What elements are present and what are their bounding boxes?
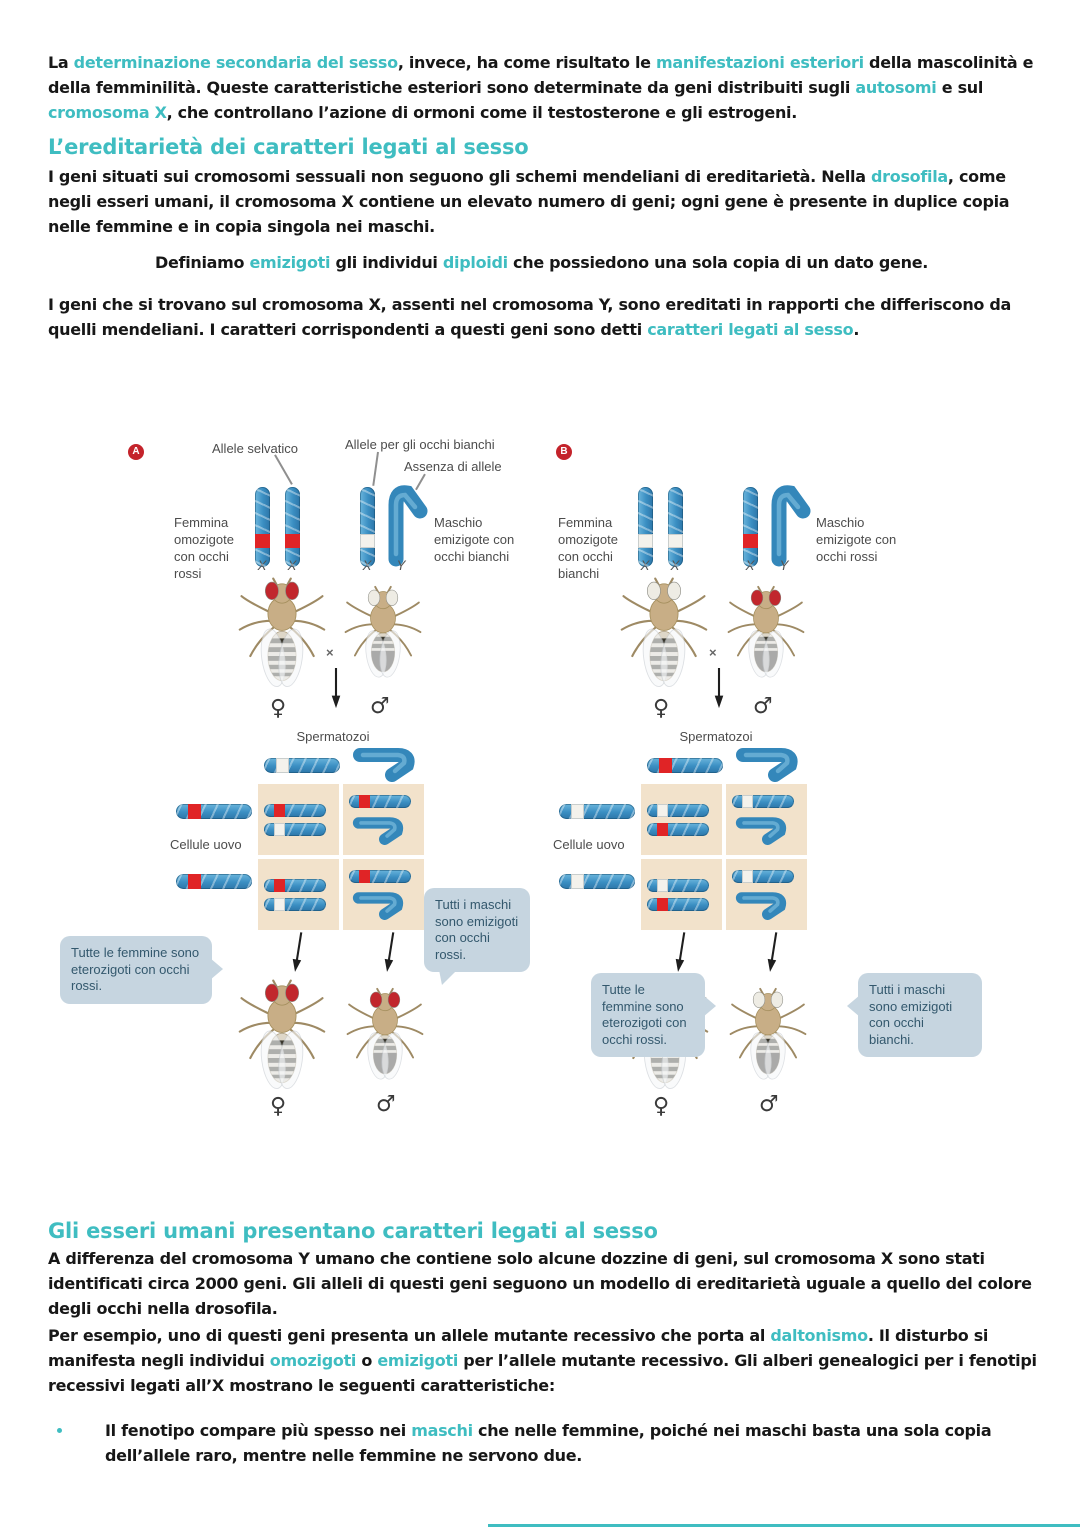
x-chromosome-red-allele <box>647 897 709 911</box>
punnett-cell <box>343 784 424 855</box>
offspring-arrow <box>672 931 690 974</box>
x-chromosome-red-allele <box>255 487 270 567</box>
x-chromosome-white-allele <box>638 487 653 567</box>
sperm-x-chromosome-white <box>264 758 340 773</box>
egg-x-chromosome-red <box>176 874 252 889</box>
label-spermatozoi: Spermatozoi <box>679 729 753 744</box>
punnett-cell <box>726 784 807 855</box>
cross-arrow <box>713 668 725 710</box>
sperm-y-chromosome <box>736 748 798 782</box>
y-chromosome <box>352 816 404 845</box>
offspring-arrow <box>764 931 782 974</box>
female-symbol: ♀ <box>270 696 287 721</box>
x-chromosome-white-allele <box>264 822 326 836</box>
punnett-cell <box>258 784 339 855</box>
callout-males-b: Tutti i maschi sono emizigoti con occhi … <box>847 973 982 1057</box>
y-chromosome <box>771 485 811 567</box>
label-cellule-uovo: Cellule uovo <box>170 837 242 852</box>
cross-symbol: × <box>709 645 717 660</box>
leader-line <box>274 454 293 485</box>
caption-female-parent-b: Femmina omozigote con occhi bianchi <box>558 515 618 581</box>
offspring-arrow <box>289 931 307 974</box>
punnett-cell <box>258 859 339 930</box>
fly-female-parent-white-eyes <box>620 576 708 692</box>
male-symbol: ♂ <box>376 1092 396 1117</box>
x-chromosome-white-allele <box>360 487 375 567</box>
callout-females-b: Tutte le femmine sono eterozigoti con oc… <box>591 973 716 1057</box>
punnett-cell <box>726 859 807 930</box>
egg-x-chromosome-white <box>559 804 635 819</box>
y-chromosome <box>735 816 787 845</box>
bullet-item-phenotype-males: Il fenotipo compare più spesso nei masch… <box>48 1418 1040 1468</box>
bullet-text: Il fenotipo compare più spesso nei masch… <box>105 1421 992 1465</box>
label-spermatozoi: Spermatozoi <box>296 729 370 744</box>
punnett-square-b <box>641 784 807 930</box>
section-heading-ereditarieta: L’ereditarietà dei caratteri legati al s… <box>48 135 529 159</box>
fly-female-offspring-red-eyes <box>238 978 326 1094</box>
label-assenza-di-allele: Assenza di allele <box>404 459 502 474</box>
x-chromosome-white-allele <box>668 487 683 567</box>
paragraph-definition-emizigoti: Definiamo emizigoti gli individui diploi… <box>155 253 929 272</box>
y-chromosome <box>388 485 428 567</box>
fly-male-parent-white-eyes <box>344 584 422 688</box>
x-chromosome-white-allele <box>732 794 794 808</box>
chromosome-letter-y: Y <box>779 558 789 573</box>
egg-x-chromosome-white <box>559 874 635 889</box>
x-chromosome-red-allele <box>349 869 411 883</box>
female-symbol: ♀ <box>653 1094 670 1119</box>
fly-male-parent-red-eyes <box>727 584 805 688</box>
page-bottom-accent-line <box>488 1524 1080 1527</box>
section-heading-esseri-umani: Gli esseri umani presentano caratteri le… <box>48 1219 658 1243</box>
x-chromosome-red-allele <box>285 487 300 567</box>
label-cellule-uovo: Cellule uovo <box>553 837 625 852</box>
fly-female-parent-red-eyes <box>238 576 326 692</box>
x-chromosome-red-allele <box>349 794 411 808</box>
label-allele-selvatico: Allele selvatico <box>212 441 298 456</box>
male-symbol: ♂ <box>370 694 390 719</box>
x-chromosome-red-allele <box>743 487 758 567</box>
x-chromosome-white-allele <box>732 869 794 883</box>
offspring-arrow <box>381 931 399 974</box>
punnett-cell <box>641 784 722 855</box>
male-symbol: ♂ <box>753 694 773 719</box>
y-chromosome <box>735 891 787 920</box>
leader-line <box>372 451 379 486</box>
cross-symbol: × <box>326 645 334 660</box>
fly-male-offspring-red-eyes <box>346 986 424 1090</box>
x-chromosome-red-allele <box>264 803 326 817</box>
caption-female-parent-a: Femmina omozigote con occhi rossi <box>174 515 234 581</box>
callout-males-a: Tutti i maschi sono emizigoti con occhi … <box>424 888 530 972</box>
caption-male-parent-a: Maschio emizigote con occhi bianchi <box>434 515 515 564</box>
fly-male-offspring-white-eyes <box>729 986 807 1090</box>
paragraph-daltonismo: Per esempio, uno di questi geni presenta… <box>48 1326 1037 1395</box>
male-symbol: ♂ <box>759 1092 779 1117</box>
callout-females-a: Tutte le femmine sono eterozigoti con oc… <box>60 936 223 1004</box>
caption-male-parent-b: Maschio emizigote con occhi rossi <box>816 515 897 564</box>
paragraph-secondary-sex-determination: La determinazione secondaria del sesso, … <box>48 53 1034 122</box>
x-chromosome-white-allele <box>264 897 326 911</box>
bullet-dot <box>57 1428 62 1433</box>
paragraph-sex-chromosome-genes: I geni situati sui cromosomi sessuali no… <box>48 167 1010 236</box>
label-allele-occhi-bianchi: Allele per gli occhi bianchi <box>345 437 495 452</box>
chromosome-letter-y: Y <box>396 558 406 573</box>
x-chromosome-red-allele <box>264 878 326 892</box>
panel-b-badge: B <box>556 444 572 460</box>
x-chromosome-white-allele <box>647 803 709 817</box>
y-chromosome <box>352 891 404 920</box>
cross-arrow <box>330 668 342 710</box>
x-chromosome-red-allele <box>647 822 709 836</box>
punnett-square-a <box>258 784 424 930</box>
paragraph-caratteri-legati-al-sesso: I geni che si trovano sul cromosoma X, a… <box>48 295 1012 339</box>
punnett-cell <box>343 859 424 930</box>
punnett-cell <box>641 859 722 930</box>
female-symbol: ♀ <box>270 1094 287 1119</box>
panel-a-badge: A <box>128 444 144 460</box>
sperm-y-chromosome <box>353 748 415 782</box>
paragraph-human-x-genes: A differenza del cromosoma Y umano che c… <box>48 1249 1032 1318</box>
x-chromosome-white-allele <box>647 878 709 892</box>
sperm-x-chromosome-red <box>647 758 723 773</box>
drosophila-cross-figure: A Allele selvatico Allele per gli occhi … <box>0 430 1080 1170</box>
female-symbol: ♀ <box>653 696 670 721</box>
egg-x-chromosome-red <box>176 804 252 819</box>
